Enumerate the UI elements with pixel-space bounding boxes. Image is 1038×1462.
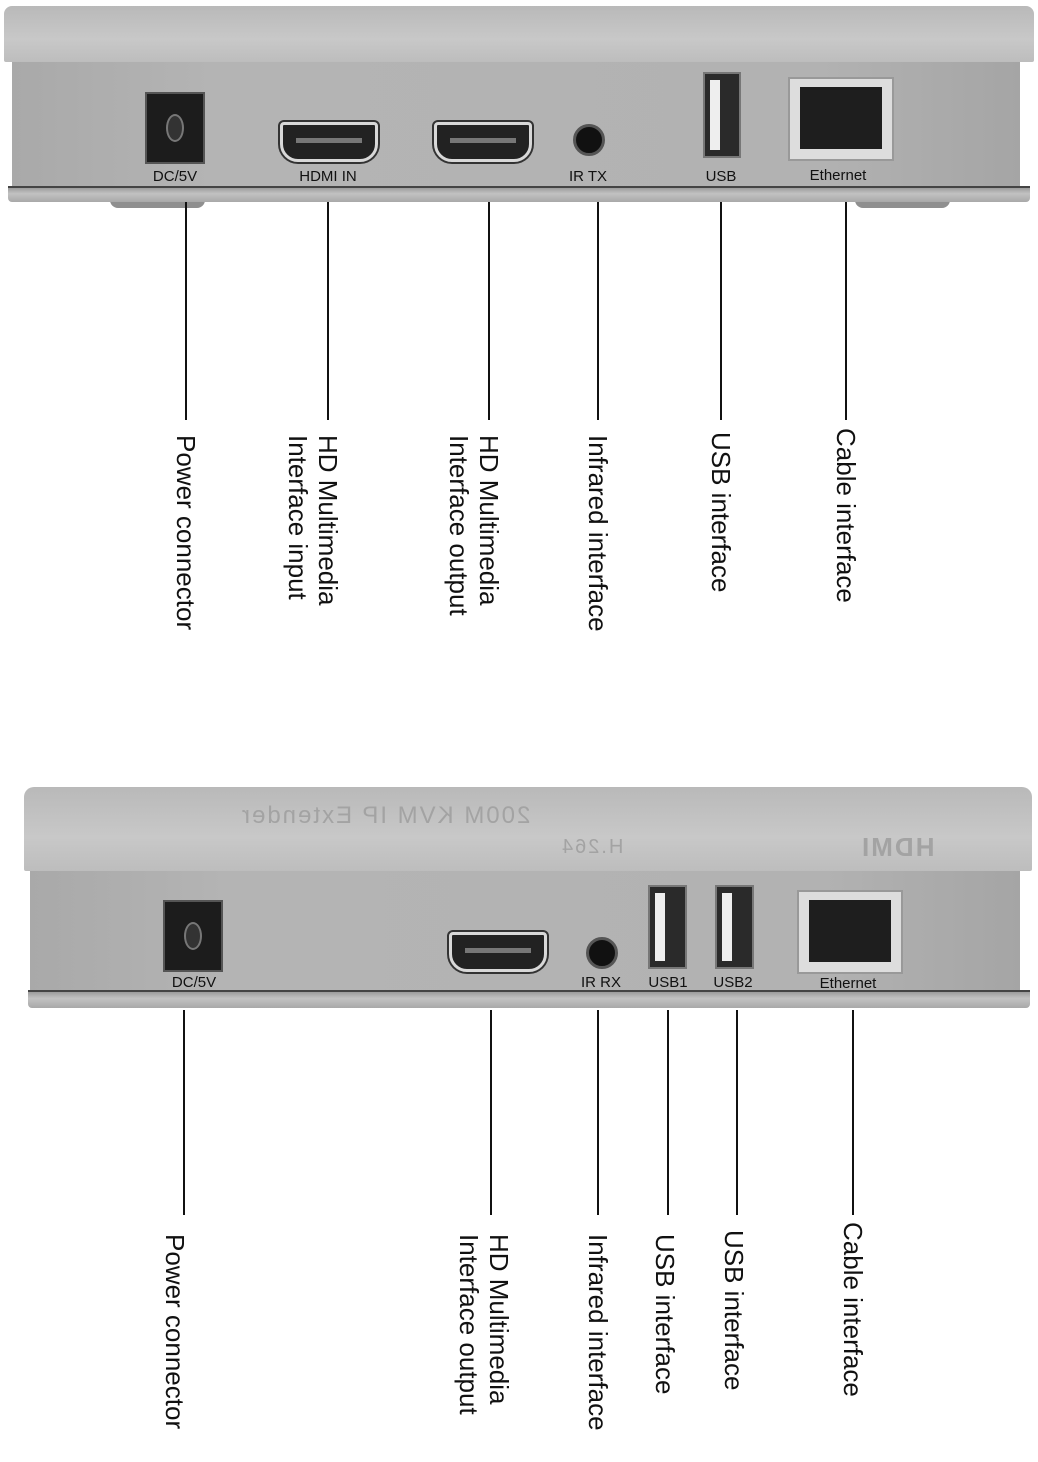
port-label-hdmi-in: HDMI IN — [299, 168, 357, 185]
ethernet-port — [788, 77, 894, 161]
hdmi-out-port — [449, 932, 547, 972]
leader-line — [185, 202, 187, 420]
leader-line — [597, 1010, 599, 1215]
callout-infrared: Infrared interface — [583, 435, 613, 632]
usb1-port — [648, 885, 687, 969]
callout-line: HD Multimedia — [484, 1234, 514, 1405]
callout-line: Interface output — [454, 1234, 484, 1415]
port-label-dc: DC/5V — [171, 974, 217, 991]
callout-line: Cable interface — [831, 428, 861, 603]
leader-line — [490, 1010, 492, 1215]
top-print-codec: H.264 — [560, 836, 624, 858]
top-print-hdmi-logo: HDMI — [860, 832, 935, 862]
port-label-ir-tx: IR TX — [568, 168, 608, 185]
callout-cable: Cable interface — [831, 428, 861, 603]
device-top-cover — [4, 6, 1034, 62]
callout-cable: Cable interface — [838, 1222, 868, 1397]
callout-usb: USB interface — [706, 432, 736, 592]
leader-line — [597, 202, 599, 420]
ir-rx-jack — [586, 937, 618, 969]
callout-line: USB interface — [719, 1230, 749, 1391]
callout-line: Power connector — [171, 435, 201, 631]
leader-line — [845, 202, 847, 420]
callout-power-connector: Power connector — [171, 435, 201, 630]
callout-line: USB interface — [650, 1234, 680, 1395]
leader-line — [720, 202, 722, 420]
callout-line: USB interface — [706, 432, 736, 593]
callout-line: Interface output — [444, 435, 474, 616]
callout-line: Infrared interface — [583, 435, 613, 632]
callout-infrared: Infrared interface — [583, 1234, 613, 1431]
device-top-cover — [24, 787, 1032, 871]
ethernet-port — [797, 890, 903, 974]
hdmi-in-port — [280, 122, 378, 162]
port-label-dc: DC/5V — [152, 168, 198, 185]
callout-usb1: USB interface — [650, 1234, 680, 1394]
callout-line: HD Multimedia — [474, 435, 504, 606]
dc-power-jack — [145, 92, 205, 164]
callout-line: Interface input — [283, 435, 313, 600]
hdmi-out-port — [434, 122, 532, 162]
device-bottom-lip — [8, 186, 1030, 202]
leader-line — [736, 1010, 738, 1215]
top-print-model: 200M KVM IP Extender — [240, 802, 531, 829]
port-label-ethernet: Ethernet — [819, 975, 877, 992]
port-label-usb: USB — [705, 168, 737, 185]
leader-line — [488, 202, 490, 420]
callout-line: Infrared interface — [583, 1234, 613, 1431]
ir-tx-jack — [573, 124, 605, 156]
usb2-port — [715, 885, 754, 969]
port-label-usb1: USB1 — [648, 974, 688, 991]
callout-line: Power connector — [160, 1234, 190, 1430]
leader-line — [852, 1010, 854, 1215]
port-label-ir-rx: IR RX — [580, 974, 622, 991]
leader-line — [183, 1010, 185, 1215]
callout-line: Cable interface — [838, 1222, 868, 1397]
device-bottom-lip — [28, 990, 1030, 1008]
port-label-usb2: USB2 — [713, 974, 753, 991]
port-label-ethernet: Ethernet — [809, 167, 867, 184]
callout-usb2: USB interface — [719, 1230, 749, 1390]
usb-port — [703, 72, 741, 158]
callout-line: HD Multimedia — [313, 435, 343, 606]
leader-line — [327, 202, 329, 420]
callout-power-connector: Power connector — [160, 1234, 190, 1429]
leader-line — [667, 1010, 669, 1215]
dc-power-jack — [163, 900, 223, 972]
